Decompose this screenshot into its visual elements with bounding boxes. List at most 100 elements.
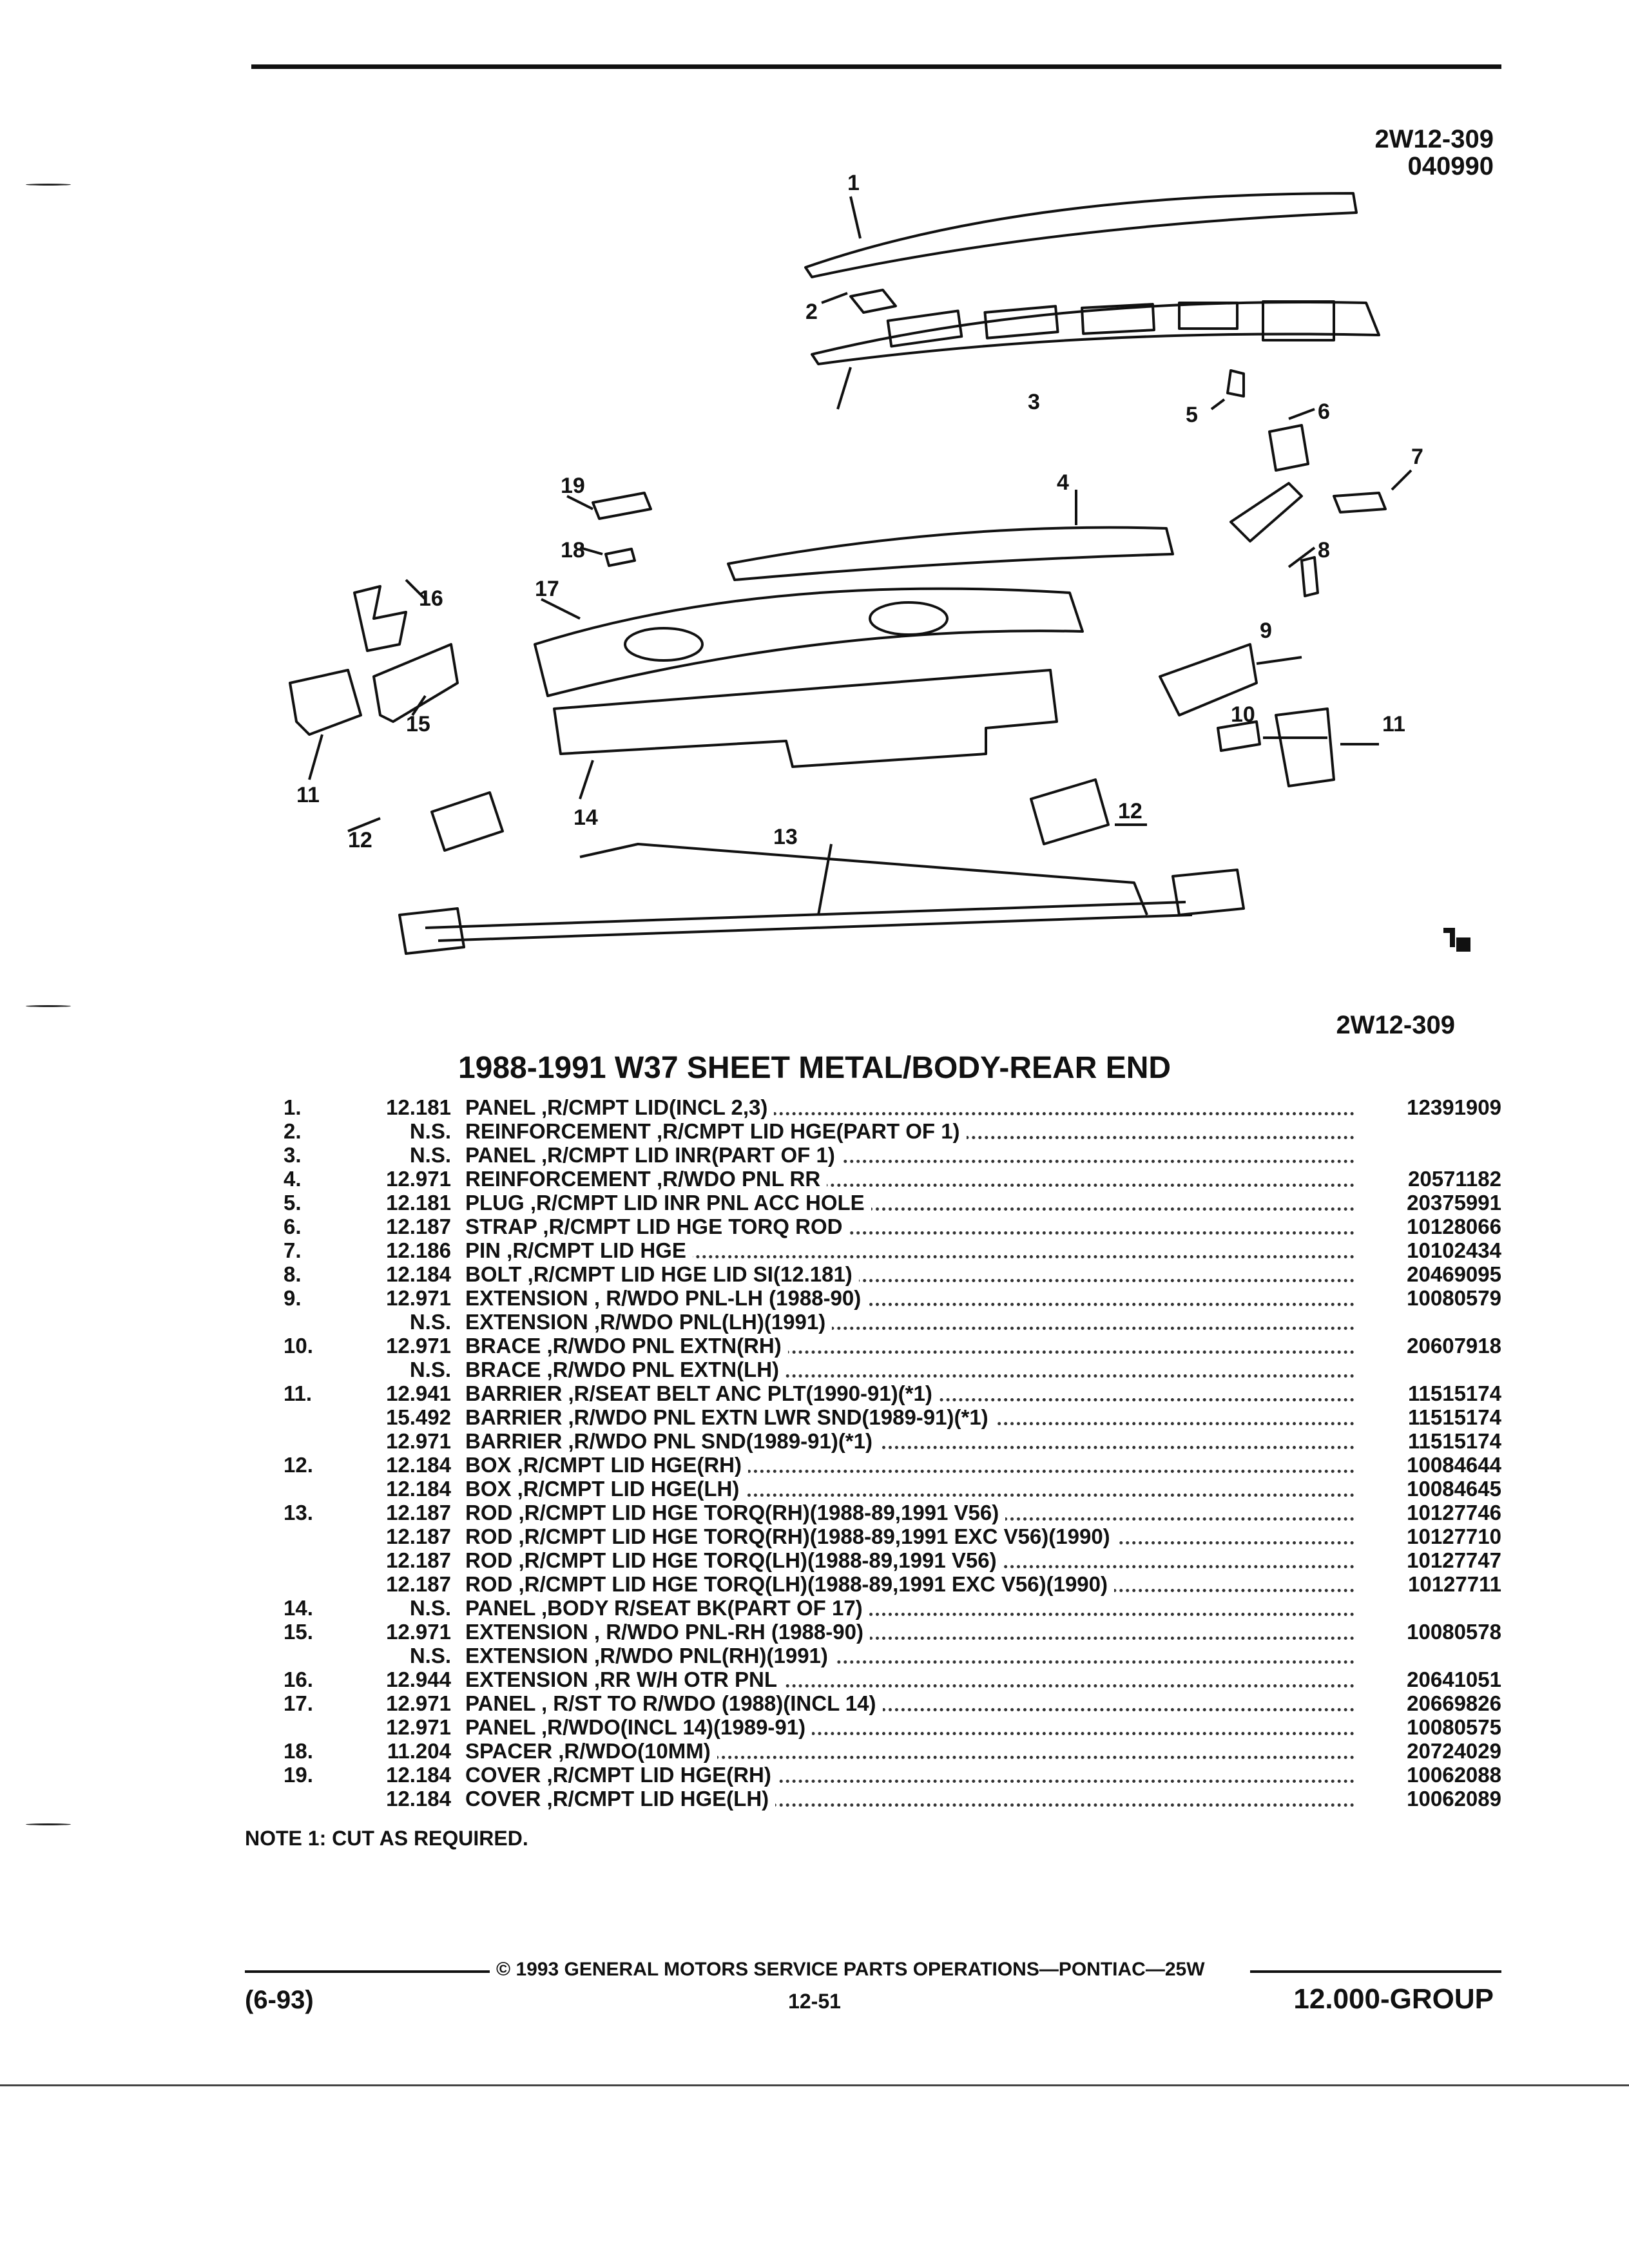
leader-dots xyxy=(465,1708,1354,1711)
part-number: 20469095 xyxy=(1407,1262,1501,1286)
leader-dots xyxy=(465,1374,1354,1378)
part-number: 12391909 xyxy=(1407,1095,1501,1119)
leader-dots xyxy=(465,1446,1354,1449)
part-description: REINFORCEMENT ,R/CMPT LID HGE(PART OF 1) xyxy=(465,1119,967,1143)
part-number: 11515174 xyxy=(1407,1405,1501,1429)
description-cell: SPACER ,R/WDO(10MM) xyxy=(465,1739,1354,1763)
callout-10: 10 xyxy=(1231,702,1255,727)
part-description: ROD ,R/CMPT LID HGE TORQ(RH)(1988-89,199… xyxy=(465,1501,1006,1524)
part-description: PLUG ,R/CMPT LID INR PNL ACC HOLE xyxy=(465,1191,871,1215)
parts-row: N.S.BRACE ,R/WDO PNL EXTN(LH) xyxy=(0,1358,1629,1381)
part-number: 10062089 xyxy=(1407,1787,1501,1811)
part-description: REINFORCEMENT ,R/WDO PNL RR xyxy=(465,1167,827,1191)
copyright: © 1993 GENERAL MOTORS SERVICE PARTS OPER… xyxy=(496,1959,1205,1980)
group-number: 12.184 xyxy=(386,1763,451,1787)
part-description: PANEL ,R/WDO(INCL 14)(1989-91) xyxy=(465,1715,813,1739)
group-number: 12.186 xyxy=(386,1238,451,1262)
part-description: EXTENSION ,RR W/H OTR PNL xyxy=(465,1667,784,1691)
part-number: 20669826 xyxy=(1407,1691,1501,1715)
item-number: 17. xyxy=(284,1691,313,1715)
part-number: 11515174 xyxy=(1407,1381,1501,1405)
description-cell: BRACE ,R/WDO PNL EXTN(RH) xyxy=(465,1334,1354,1358)
description-cell: EXTENSION ,R/WDO PNL(RH)(1991) xyxy=(465,1644,1354,1667)
leader-dots xyxy=(465,1184,1354,1187)
part-description: EXTENSION ,R/WDO PNL(LH)(1991) xyxy=(465,1310,833,1334)
group-number: 12.187 xyxy=(386,1572,451,1596)
part-6-strap xyxy=(1268,424,1309,472)
group-number: 12.971 xyxy=(386,1286,451,1310)
description-cell: BOLT ,R/CMPT LID HGE LID SI(12.181) xyxy=(465,1262,1354,1286)
part-10-brace xyxy=(1217,720,1261,752)
item-number: 3. xyxy=(284,1143,302,1167)
description-cell: REINFORCEMENT ,R/WDO PNL RR xyxy=(465,1167,1354,1191)
leader-dots xyxy=(465,1255,1354,1258)
part-description: BOX ,R/CMPT LID HGE(RH) xyxy=(465,1453,748,1477)
leader-dots xyxy=(465,1470,1354,1473)
bottom-rule xyxy=(0,2084,1629,2086)
footer-rule-right xyxy=(1250,1970,1501,1973)
parts-row: N.S. EXTENSION ,R/WDO PNL(LH)(1991) xyxy=(0,1310,1629,1334)
description-cell: PANEL ,BODY R/SEAT BK(PART OF 17) xyxy=(465,1596,1354,1620)
group-number: N.S. xyxy=(409,1310,451,1334)
part-number: 10127710 xyxy=(1407,1524,1501,1548)
group-number: N.S. xyxy=(409,1596,451,1620)
part-18-spacer xyxy=(604,548,636,567)
part-17-rear-panel xyxy=(534,587,1084,697)
callout-9: 9 xyxy=(1260,619,1272,643)
part-description: PIN ,R/CMPT LID HGE xyxy=(465,1238,693,1262)
group-number: 12.971 xyxy=(386,1715,451,1739)
page-number: 12-51 xyxy=(788,1990,841,2013)
revision-code: (6-93) xyxy=(245,1986,314,2014)
description-cell: BARRIER ,R/WDO PNL EXTN LWR SND(1989-91)… xyxy=(465,1405,1354,1429)
part-description: STRAP ,R/CMPT LID HGE TORQ ROD xyxy=(465,1215,849,1238)
part-number: 10127746 xyxy=(1407,1501,1501,1524)
part-12-box-lh xyxy=(430,791,504,852)
item-number: 14. xyxy=(284,1596,313,1620)
callout-12-left: 12 xyxy=(348,828,372,852)
callout-8: 8 xyxy=(1318,538,1330,562)
group-number: N.S. xyxy=(409,1644,451,1667)
group-number: 12.187 xyxy=(386,1548,451,1572)
callout-3: 3 xyxy=(1028,390,1040,414)
item-number: 18. xyxy=(284,1739,313,1763)
group-number: 12.971 xyxy=(386,1167,451,1191)
description-cell: EXTENSION ,R/WDO PNL(LH)(1991) xyxy=(465,1310,1354,1334)
callout-11-right: 11 xyxy=(1382,712,1405,736)
description-cell: PANEL ,R/CMPT LID INR(PART OF 1) xyxy=(465,1143,1354,1167)
description-cell: PIN ,R/CMPT LID HGE xyxy=(465,1238,1354,1262)
group-number: N.S. xyxy=(409,1143,451,1167)
group-number: N.S. xyxy=(409,1358,451,1381)
part-description: BRACE ,R/WDO PNL EXTN(RH) xyxy=(465,1334,788,1358)
part-description: BARRIER ,R/WDO PNL SND(1989-91)(*1) xyxy=(465,1429,879,1453)
part-description: PANEL , R/ST TO R/WDO (1988)(INCL 14) xyxy=(465,1691,883,1715)
callout-4: 4 xyxy=(1057,470,1069,495)
callout-15: 15 xyxy=(406,712,430,736)
part-8-bolt xyxy=(1300,556,1319,597)
part-description: PANEL ,R/CMPT LID(INCL 2,3) xyxy=(465,1095,775,1119)
footer-rule-left xyxy=(245,1970,490,1973)
description-cell: BOX ,R/CMPT LID HGE(LH) xyxy=(465,1477,1354,1501)
part-description: BARRIER ,R/WDO PNL EXTN LWR SND(1989-91)… xyxy=(465,1405,995,1429)
top-rule xyxy=(251,64,1501,69)
group-number: 12.184 xyxy=(386,1477,451,1501)
group-number: 12.181 xyxy=(386,1095,451,1119)
brace-part-number: 20607918 xyxy=(1407,1334,1501,1358)
figure-date-code: 040990 xyxy=(1407,152,1494,180)
part-1-lid-panel xyxy=(804,192,1358,278)
item-number: 9. xyxy=(284,1286,302,1310)
callout-6: 6 xyxy=(1318,399,1330,424)
leader-dots xyxy=(465,1231,1354,1235)
group-number: N.S. xyxy=(409,1119,451,1143)
callout-2: 2 xyxy=(805,300,818,324)
part-15-extension xyxy=(372,643,459,723)
part-number: 10128066 xyxy=(1407,1215,1501,1238)
part-number: 20375991 xyxy=(1407,1191,1501,1215)
